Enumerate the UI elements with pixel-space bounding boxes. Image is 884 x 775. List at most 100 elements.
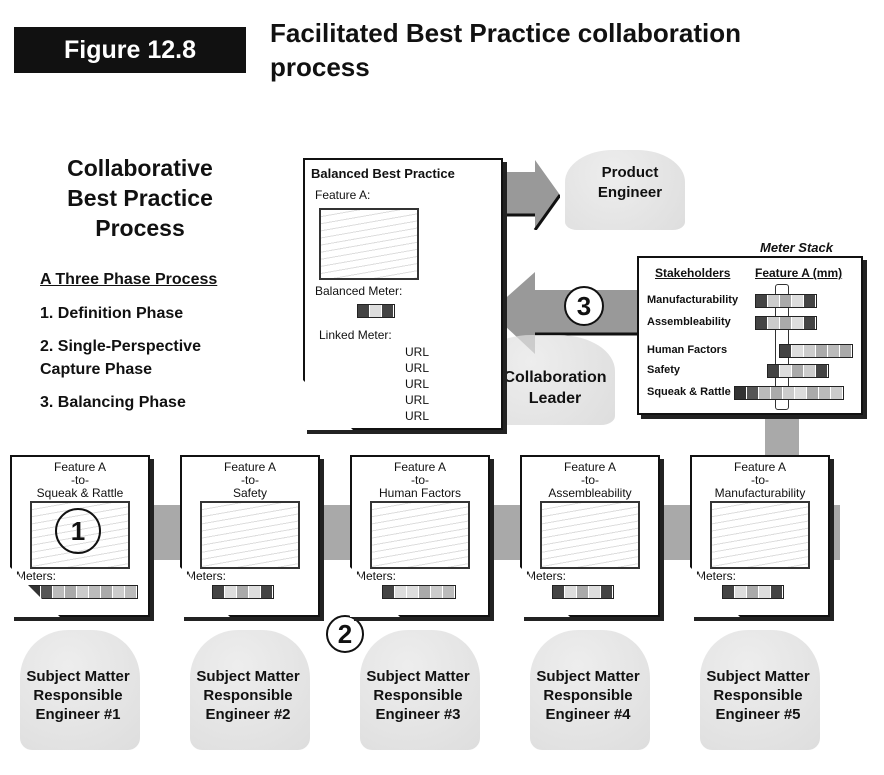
meter-cell bbox=[589, 586, 601, 598]
feature-thumbnail bbox=[710, 501, 810, 569]
meter-cell bbox=[113, 586, 125, 598]
three-phase-heading: A Three Phase Process bbox=[40, 271, 218, 288]
feature-doc-line: Feature A bbox=[223, 460, 277, 474]
meter-cell bbox=[77, 586, 89, 598]
meter-cell bbox=[795, 387, 807, 399]
meter-cell bbox=[431, 586, 443, 598]
figure-label: Figure 12.8 bbox=[14, 27, 246, 73]
meter-stack-label: Meter Stack bbox=[760, 240, 833, 255]
feature-doc-line: -to- bbox=[71, 473, 89, 487]
url-link: URL bbox=[405, 345, 430, 359]
stakeholder-meter bbox=[755, 294, 817, 308]
meter-cell bbox=[65, 586, 77, 598]
meter-cell bbox=[816, 345, 828, 357]
stakeholder-meter bbox=[779, 344, 853, 358]
page-fold bbox=[690, 567, 740, 617]
feature-label: Feature A: bbox=[315, 188, 371, 202]
feature-doc-line: Human Factors bbox=[378, 486, 462, 500]
feature-doc-line: Manufacturability bbox=[714, 486, 806, 500]
process-heading: Collaborative Best Practice Process bbox=[67, 155, 213, 241]
engineer-label-line: Engineer #5 bbox=[715, 706, 801, 723]
engineer-label-line: Responsible bbox=[373, 687, 463, 704]
meter-cell bbox=[759, 586, 771, 598]
meter-cell bbox=[759, 387, 771, 399]
engineer-label-line: Subject Matter bbox=[196, 668, 300, 685]
meter-cell bbox=[735, 387, 747, 399]
meter-cell bbox=[768, 365, 780, 377]
meter-cell bbox=[831, 387, 843, 399]
meter-cell bbox=[792, 345, 804, 357]
feature-doc-title: Feature A-to-Squeak & Rattle bbox=[12, 461, 148, 500]
engineer-label-line: Subject Matter bbox=[706, 668, 810, 685]
feature-doc-line: -to- bbox=[581, 473, 599, 487]
phase-marker-2: 2 bbox=[326, 615, 364, 653]
balanced-meter bbox=[357, 304, 395, 318]
meter-cell bbox=[768, 317, 780, 329]
url-link: URL bbox=[405, 409, 430, 423]
url-link: URL bbox=[405, 361, 430, 375]
engineer-image bbox=[360, 630, 480, 750]
stakeholder-meter bbox=[734, 386, 844, 400]
engineer-image bbox=[530, 630, 650, 750]
meter-cell bbox=[771, 387, 783, 399]
meter-cell bbox=[780, 317, 792, 329]
meter-cell bbox=[780, 295, 792, 307]
stakeholder-label: Human Factors bbox=[647, 344, 728, 356]
phase-marker-3: 3 bbox=[564, 286, 604, 326]
linked-meter-label: Linked Meter: bbox=[319, 328, 392, 342]
meter-cell bbox=[804, 365, 816, 377]
feature-doc-title: Feature A-to-Human Factors bbox=[352, 461, 488, 500]
feature-thumbnail bbox=[319, 208, 419, 280]
feature-doc-line: Feature A bbox=[53, 460, 107, 474]
meter-cell bbox=[443, 586, 455, 598]
url-link: URL bbox=[405, 393, 430, 407]
feature-doc-line: -to- bbox=[241, 473, 259, 487]
meter-cell bbox=[804, 317, 816, 329]
meter-cell bbox=[601, 586, 613, 598]
feature-thumbnail bbox=[200, 501, 300, 569]
feature-thumbnail bbox=[370, 501, 470, 569]
engineer-label-line: Responsible bbox=[543, 687, 633, 704]
engineer-label-line: Subject Matter bbox=[536, 668, 640, 685]
meter-cell bbox=[792, 295, 804, 307]
feature-doc-title: Feature A-to-Manufacturability bbox=[692, 461, 828, 500]
meter-cell bbox=[747, 387, 759, 399]
feature-doc-line: Assembleability bbox=[548, 486, 632, 500]
feature-doc-title: Feature A-to-Assembleability bbox=[522, 461, 658, 500]
meter-cell bbox=[101, 586, 113, 598]
engineer-label-line: Subject Matter bbox=[366, 668, 470, 685]
stakeholders-header: Stakeholders bbox=[655, 266, 731, 280]
product-engineer-label: Product Engineer bbox=[597, 164, 663, 201]
feature-a-header: Feature A (mm) bbox=[755, 266, 843, 280]
feature-doc-line: -to- bbox=[411, 473, 429, 487]
meter-cell bbox=[89, 586, 101, 598]
engineer-label-line: Subject Matter bbox=[26, 668, 130, 685]
feature-doc-line: -to- bbox=[751, 473, 769, 487]
engineer-image bbox=[700, 630, 820, 750]
stakeholder-label: Safety bbox=[647, 364, 681, 376]
engineer-label-line: Engineer #3 bbox=[375, 706, 461, 723]
meter-cell bbox=[807, 387, 819, 399]
engineer-label-line: Responsible bbox=[33, 687, 123, 704]
meter-cell bbox=[804, 345, 816, 357]
balanced-doc-title: Balanced Best Practice bbox=[311, 166, 455, 181]
phase-1: 1. Definition Phase bbox=[40, 305, 184, 322]
balanced-meter-label: Balanced Meter: bbox=[315, 284, 403, 298]
engineer-image bbox=[190, 630, 310, 750]
feature-doc-line: Safety bbox=[232, 486, 268, 500]
meter-cell bbox=[780, 345, 792, 357]
meter-cell bbox=[792, 365, 804, 377]
meter-cell bbox=[816, 365, 828, 377]
engineer-label-line: Engineer #1 bbox=[35, 706, 121, 723]
balanced-best-practice-doc: Balanced Best Practice Feature A: Balanc… bbox=[303, 158, 503, 430]
engineer-image bbox=[20, 630, 140, 750]
product-engineer-image bbox=[565, 150, 685, 230]
